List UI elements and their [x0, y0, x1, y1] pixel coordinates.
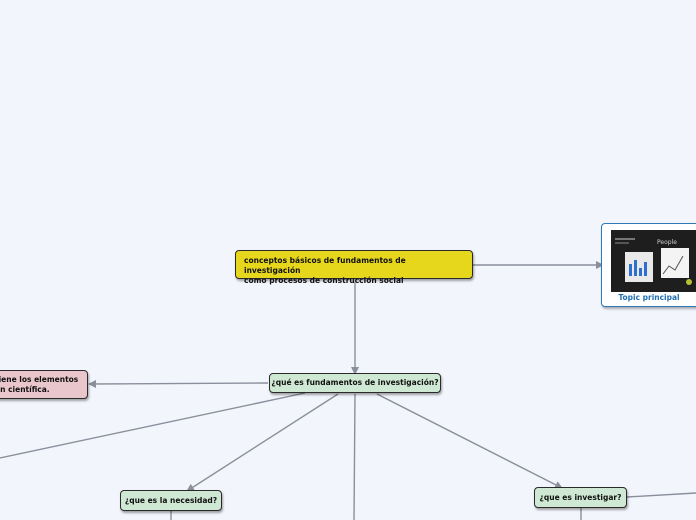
edge-investigar-right	[626, 492, 696, 498]
subtopic-fundamentos-label: ¿qué es fundamentos de investigación?	[271, 378, 439, 387]
root-topic-node[interactable]: conceptos básicos de fundamentos de inve…	[235, 250, 473, 285]
root-topic-line2-prefix: como	[244, 276, 267, 285]
edge-fundamentos-to-investigar	[376, 393, 563, 489]
root-topic-line2-rest: procesos de construcción social	[269, 276, 404, 285]
edge-fundamentos-to-offscreen-left	[0, 392, 306, 459]
topic-image: People	[611, 230, 696, 292]
subtopic-fundamentos[interactable]: ¿qué es fundamentos de investigación?	[269, 373, 441, 393]
edge-fundamentos-to-necesidad	[186, 393, 339, 492]
root-topic-line2: como procesos de construcción social	[244, 276, 464, 286]
subtopic-necesidad-label: ¿que es la necesidad?	[124, 495, 218, 505]
image-topic-node[interactable]: People Topic principal	[601, 223, 696, 307]
subtopic-elementos-line1: tiene los elementos	[0, 375, 79, 384]
root-topic-line1: conceptos básicos de fundamentos de inve…	[244, 256, 406, 275]
subtopic-elementos[interactable]: tiene los elementos ón científica.	[0, 370, 88, 399]
edge-fundamentos-down	[353, 393, 356, 520]
edge-fundamentos-to-elementos	[88, 379, 269, 388]
subtopic-investigar[interactable]: ¿que es investigar?	[534, 487, 627, 508]
topic-image-text: People	[657, 239, 677, 246]
subtopic-necesidad[interactable]: ¿que es la necesidad?	[120, 490, 222, 511]
subtopic-elementos-line2: ón científica.	[0, 385, 50, 394]
subtopic-investigar-label: ¿que es investigar?	[539, 492, 622, 502]
image-topic-caption: Topic principal	[618, 293, 680, 302]
